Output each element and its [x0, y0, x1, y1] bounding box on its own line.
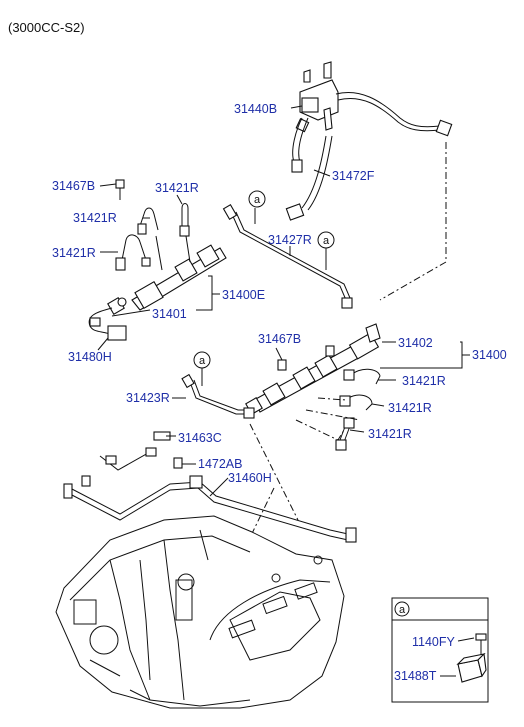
bolt-1140FY-drawing	[475, 633, 487, 656]
injector-harness-31460H-drawing	[63, 431, 357, 543]
label-31400[interactable]: 31400	[472, 348, 507, 362]
label-31400E[interactable]: 31400E	[222, 288, 265, 302]
label-31467B-mid[interactable]: 31467B	[258, 332, 301, 346]
fuel-hose-31472F-drawing	[285, 117, 333, 221]
label-31421R-left[interactable]: 31421R	[52, 246, 96, 260]
label-31421R-mid[interactable]: 31421R	[73, 211, 117, 225]
svg-text:a: a	[399, 604, 406, 616]
fuel-pipe-31423R-drawing	[181, 373, 255, 419]
label-31488T[interactable]: 31488T	[394, 669, 437, 683]
left-injector-pipes-drawing	[115, 203, 191, 271]
label-31463C[interactable]: 31463C	[178, 431, 222, 445]
clip-31488T-drawing	[456, 652, 487, 683]
callout-a-top: a	[248, 190, 266, 208]
label-31480H[interactable]: 31480H	[68, 350, 112, 364]
fuel-return-pipe-drawing	[335, 92, 453, 137]
detail-inset-a: a	[391, 597, 489, 703]
right-injector-pipes-drawing	[277, 345, 381, 451]
fuel-pump-bracket-drawing	[295, 61, 339, 133]
label-31423R[interactable]: 31423R	[126, 391, 170, 405]
label-31440B[interactable]: 31440B	[234, 102, 277, 116]
callout-a-pipe: a	[317, 231, 335, 249]
label-31401[interactable]: 31401	[152, 307, 187, 321]
label-31427R[interactable]: 31427R	[268, 233, 312, 247]
left-fuel-rail-drawing	[107, 244, 227, 315]
label-31421R-top[interactable]: 31421R	[155, 181, 199, 195]
fuel-pipe-31427R-drawing	[222, 204, 353, 309]
label-31421R-right-2[interactable]: 31421R	[388, 401, 432, 415]
label-31472F[interactable]: 31472F	[332, 169, 375, 183]
pressure-sensor-31480H-drawing	[88, 307, 127, 341]
label-1472AB[interactable]: 1472AB	[198, 457, 242, 471]
engine-code-header: (3000CC-S2)	[8, 20, 85, 35]
label-31421R-right-3[interactable]: 31421R	[368, 427, 412, 441]
svg-text:a: a	[323, 235, 330, 247]
engine-block-drawing	[55, 515, 345, 709]
label-31467B-top[interactable]: 31467B	[52, 179, 95, 193]
label-31402[interactable]: 31402	[398, 336, 433, 350]
svg-text:a: a	[199, 355, 206, 367]
svg-text:a: a	[254, 194, 261, 206]
label-31421R-right-1[interactable]: 31421R	[402, 374, 446, 388]
label-31460H[interactable]: 31460H	[228, 471, 272, 485]
callout-a-lower: a	[193, 351, 211, 369]
label-1140FY[interactable]: 1140FY	[412, 635, 456, 649]
